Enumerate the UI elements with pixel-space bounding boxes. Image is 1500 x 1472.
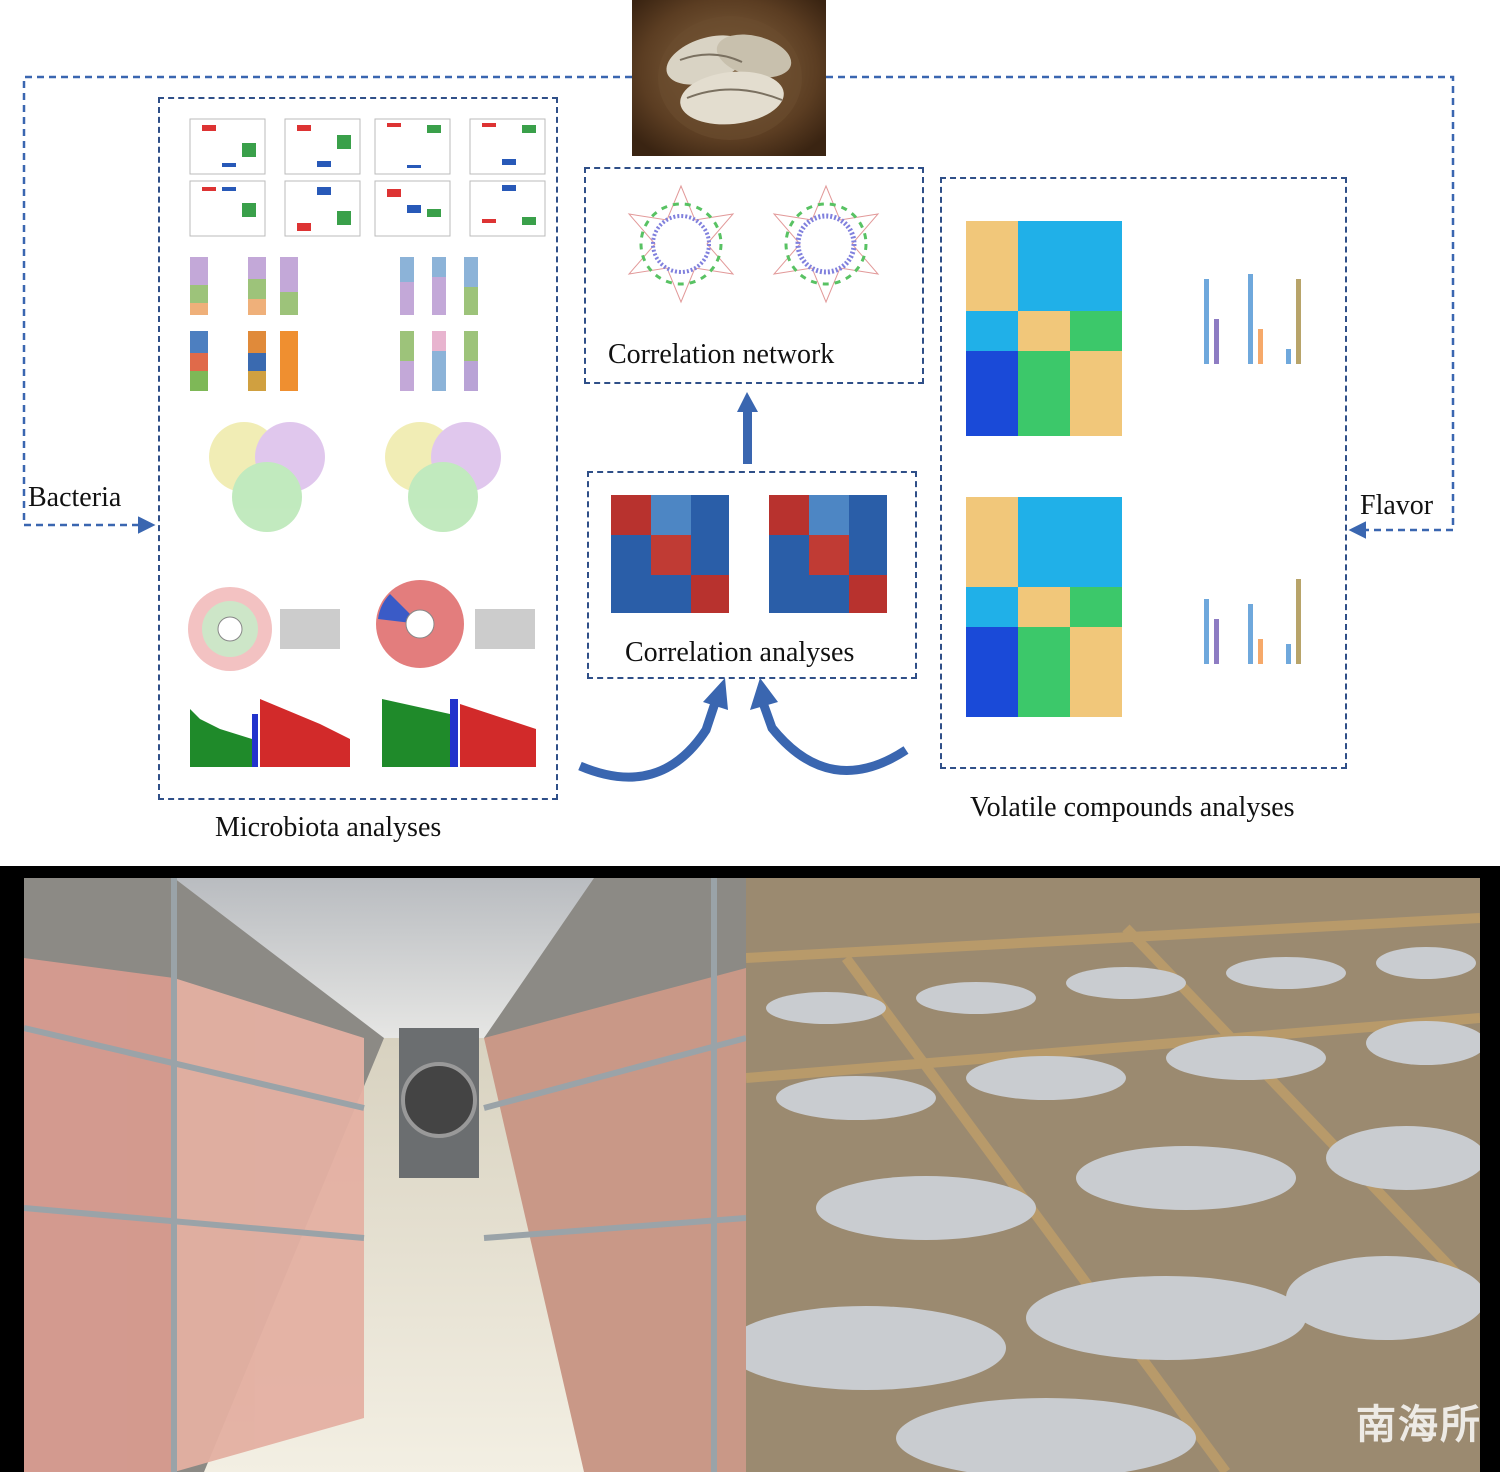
outdoor-drying-photo (746, 878, 1480, 1472)
boxplot-grid (189, 118, 546, 237)
volatile-bars-bottom (1204, 579, 1301, 664)
cladograms (188, 580, 535, 671)
connector-lines (22, 75, 1455, 782)
lda-bars (190, 699, 536, 767)
fish-rows (746, 947, 1480, 1472)
volatile-heatmap-bottom (966, 497, 1122, 717)
correlation-network-panel: Correlation network (584, 167, 924, 384)
venn-diagrams (209, 422, 501, 532)
network-graphs (627, 184, 880, 304)
network-graph-a (627, 184, 735, 304)
drying-room-photo (24, 878, 746, 1472)
photo-strip: 南海所 (0, 866, 1500, 1472)
arrow-up-icon (737, 392, 758, 464)
correlation-heatmaps (611, 495, 887, 613)
flavor-label: Flavor (1360, 490, 1434, 521)
volatile-figures (966, 221, 1301, 717)
heatmap-b (769, 495, 887, 613)
bacteria-connector (22, 75, 632, 534)
flavor-connector (826, 75, 1455, 539)
right-rack (484, 968, 746, 1472)
fish-icon (632, 0, 826, 156)
volatile-heatmap-top (966, 221, 1122, 436)
watermark-text: 南海所 (1356, 1402, 1482, 1448)
microbiota-panel (158, 97, 558, 800)
curved-arrow-icon (578, 678, 909, 782)
stacked-bars (190, 257, 478, 391)
microbiota-figures (188, 118, 546, 767)
volatile-bars-top (1204, 274, 1301, 364)
correlation-analyses-label: Correlation analyses (625, 637, 855, 668)
microbiota-label: Microbiota analyses (215, 812, 442, 843)
correlation-network-label: Correlation network (608, 339, 835, 370)
network-graph-b (772, 184, 880, 304)
correlation-analyses-panel: Correlation analyses (587, 471, 917, 679)
volatile-label: Volatile compounds analyses (970, 792, 1295, 823)
volatile-panel (940, 177, 1347, 769)
bacteria-label: Bacteria (28, 482, 122, 513)
heatmap-a (611, 495, 729, 613)
